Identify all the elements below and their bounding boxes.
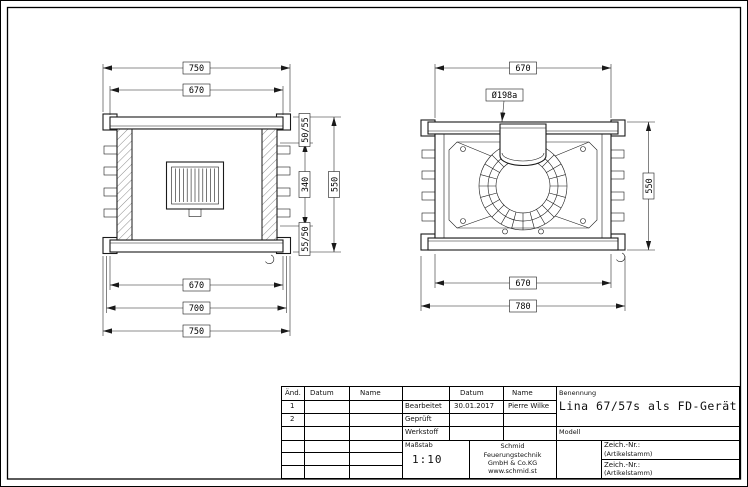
svg-text:340: 340 — [301, 177, 311, 192]
material-label: Werkstoff — [405, 428, 439, 436]
top-view-drawing — [102, 113, 292, 264]
hook-detail — [265, 254, 275, 264]
drawing-number-label-1: Zeich.-Nr.: — [604, 441, 641, 449]
bottom-rail — [427, 237, 619, 251]
company-url: www.schmid.st — [488, 467, 537, 476]
svg-text:670: 670 — [515, 279, 530, 289]
dim-top-inner: 670 — [109, 83, 284, 115]
dim-front-top: 670 — [434, 61, 612, 118]
designation-label: Benennung — [559, 388, 597, 397]
svg-text:780: 780 — [515, 302, 530, 312]
revision-name-header: Name — [360, 388, 381, 397]
svg-text:50/55: 50/55 — [301, 117, 311, 143]
edited-label: Bearbeitet — [405, 401, 442, 410]
dim-bottom-overall: 750 — [102, 256, 291, 338]
company-info: Schmid Feuerungstechnik GmbH & Co.KG www… — [469, 440, 556, 478]
edited-date: 30.01.2017 — [454, 401, 495, 410]
dim-side-segments: 50/55 340 55/50 — [280, 113, 341, 256]
top-rail — [109, 116, 284, 130]
title-block: Änd. Datum Name 1 2 Datum Name Bearbeite… — [281, 386, 740, 479]
model-label: Modell — [559, 428, 581, 436]
flue-duct — [499, 123, 547, 167]
plate-diagonals — [456, 141, 590, 229]
drawing-number-value-1: (Artikelstamm) — [604, 449, 653, 458]
dim-bottom-mid: 700 — [106, 256, 287, 315]
scale-value: 1:10 — [412, 453, 443, 466]
svg-text:550: 550 — [331, 177, 341, 192]
revision-date-header: Datum — [310, 388, 334, 397]
svg-text:700: 700 — [189, 304, 204, 314]
dim-top-overall: 750 — [102, 61, 291, 112]
revision-row-2: 2 — [290, 414, 295, 423]
svg-text:750: 750 — [189, 64, 204, 74]
drawing-number-label-2: Zeich.-Nr.: — [604, 460, 641, 469]
edited-name: Pierre Wilke — [508, 401, 550, 410]
svg-text:55/50: 55/50 — [301, 226, 311, 252]
svg-text:750: 750 — [189, 327, 204, 337]
checked-label: Geprüft — [405, 414, 432, 423]
svg-text:670: 670 — [189, 281, 204, 291]
bolt-circles — [460, 146, 586, 235]
dim-side-overall: 550 — [328, 117, 341, 252]
dim-flue-diameter: Ø198a — [485, 88, 524, 122]
dim-bottom-inner: 670 — [109, 256, 284, 292]
svg-text:Ø198a: Ø198a — [492, 90, 518, 101]
svg-text:670: 670 — [189, 86, 204, 96]
hook-detail — [616, 252, 626, 262]
revision-row-1: 1 — [290, 401, 295, 410]
scale-label: Maßstab — [405, 441, 433, 449]
front-view-drawing — [420, 119, 626, 262]
volute-ring — [478, 145, 568, 231]
sheet-frame — [6, 6, 742, 480]
svg-text:550: 550 — [645, 178, 655, 193]
burner-grille — [165, 161, 225, 217]
revision-change-header: Änd. — [285, 388, 301, 397]
approval-name-header: Name — [512, 388, 533, 397]
side-wall-hatch — [116, 128, 133, 241]
approval-date-header: Datum — [460, 388, 484, 397]
company-line: Schmid — [500, 442, 525, 451]
company-line: GmbH & Co.KG — [487, 459, 538, 467]
drawing-number-value-2: (Artikelstamm) — [604, 469, 653, 477]
dim-front-bottom-inner: 670 — [434, 254, 612, 290]
company-line: Feuerungstechnik — [483, 450, 542, 459]
dim-front-bottom-overall: 780 — [420, 256, 626, 313]
bottom-rail — [109, 239, 284, 253]
drawing-title: Lina 67/57s als FD-Gerät — [558, 399, 738, 413]
dim-front-side-overall: 550 — [627, 121, 655, 251]
side-wall-hatch — [261, 128, 278, 241]
svg-text:670: 670 — [515, 64, 530, 74]
